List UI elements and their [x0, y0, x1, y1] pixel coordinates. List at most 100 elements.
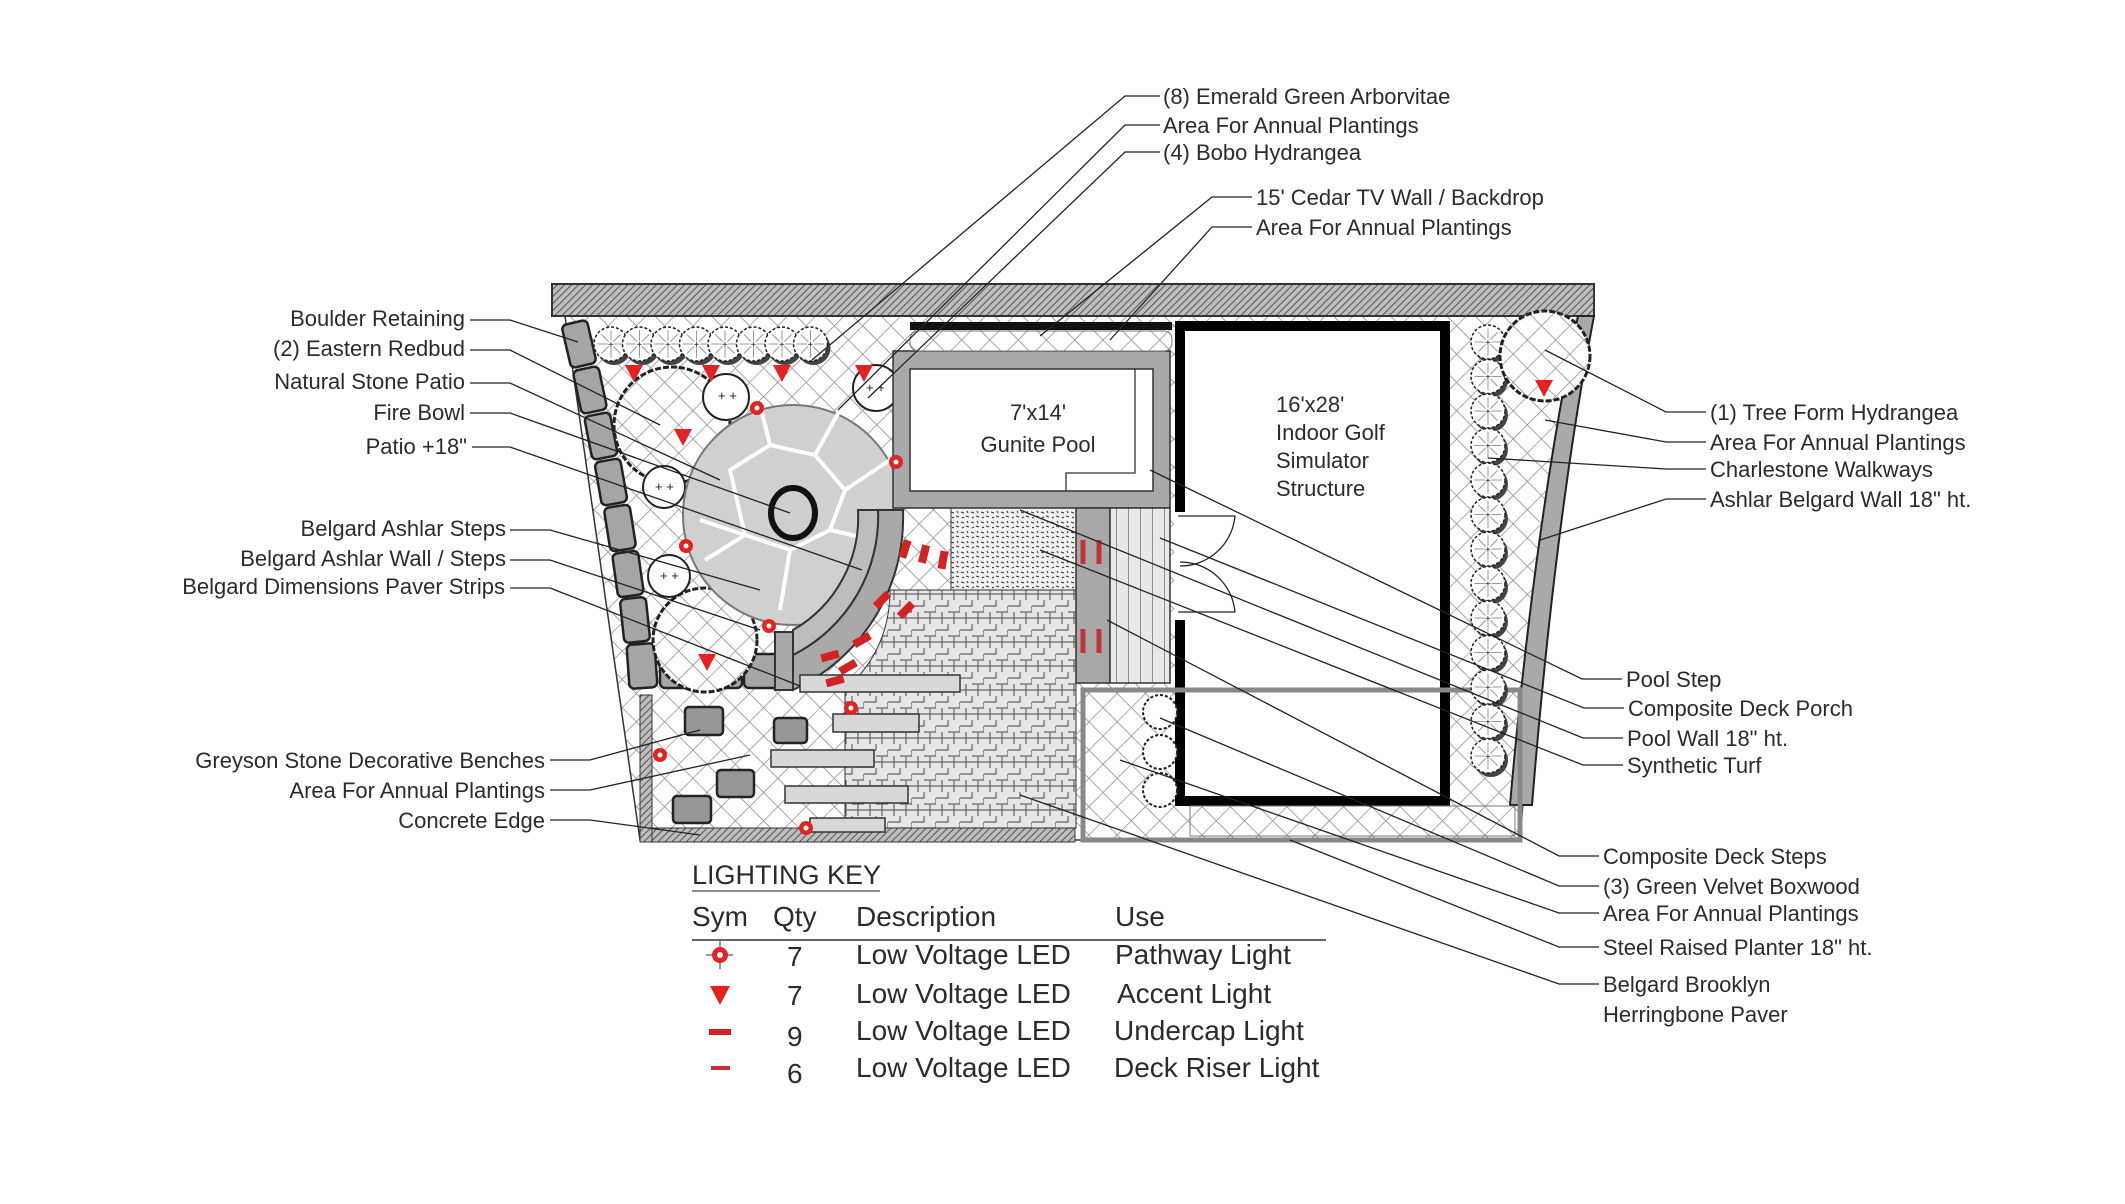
undercap-light-icon: [825, 674, 845, 688]
pathway-light-icon: [653, 748, 667, 762]
greyson-stone-benches: [671, 705, 809, 825]
key-qty: 7: [787, 941, 803, 972]
fire-bowl: [768, 485, 818, 541]
accent-light-icon: [855, 365, 873, 382]
leader-line: [1159, 717, 1599, 887]
pathway-light-icon: [799, 821, 813, 835]
key-row: 7 Low Voltage LED Accent Light: [710, 978, 1271, 1011]
svg-text:+: +: [1485, 545, 1491, 556]
ashlar-belgard-wall: [1508, 315, 1596, 806]
callout-ashlar-wall-steps: Belgard Ashlar Wall / Steps: [240, 546, 506, 571]
walkway-shrub: +: [1470, 393, 1508, 432]
callout-steel-raised-planter: Steel Raised Planter 18" ht.: [1603, 935, 1873, 960]
svg-text:+: +: [722, 340, 728, 351]
key-qty: 9: [787, 1021, 803, 1052]
callout-composite-deck-steps: Composite Deck Steps: [1603, 844, 1827, 869]
callout-green-velvet-boxwood: (3) Green Velvet Boxwood: [1603, 874, 1860, 899]
undercap-light-icon: [937, 550, 949, 570]
leader-line: [470, 412, 791, 514]
undercap-light-icon: [709, 1029, 731, 1035]
golf-size-label: 16'x28': [1276, 392, 1344, 417]
callout-concrete-edge: Concrete Edge: [398, 808, 545, 833]
undercap-light-icon: [872, 590, 892, 610]
leader-line: [510, 587, 801, 687]
deck-riser-light-icon: [1080, 629, 1086, 653]
golf-name-line3: Structure: [1276, 476, 1365, 501]
leader-line: [1106, 619, 1599, 857]
leader-line: [550, 729, 701, 761]
svg-text:+: +: [1485, 683, 1491, 694]
header-description: Description: [856, 901, 996, 932]
pathway-light-icon: [706, 941, 733, 969]
walkway-shrub: +: [1470, 531, 1508, 570]
pool-step: [1065, 369, 1136, 491]
svg-text:+: +: [1485, 752, 1491, 763]
undercap-light-icon: [917, 544, 931, 564]
eastern-redbud-trees: [612, 365, 759, 694]
key-description: Low Voltage LED: [856, 978, 1071, 1009]
walkway-shrub: +: [1470, 634, 1508, 674]
callout-eastern-redbud: (2) Eastern Redbud: [273, 336, 465, 361]
green-velvet-boxwoods: [1142, 694, 1178, 808]
key-use: Accent Light: [1117, 978, 1271, 1009]
leader-line: [1149, 469, 1622, 680]
tv-wall-planter: [909, 330, 1173, 352]
leader-line: [470, 349, 661, 426]
undercap-light-icon: [898, 539, 912, 559]
svg-text:+: +: [1485, 649, 1491, 660]
svg-text:+ +: + +: [655, 479, 674, 494]
deck-riser-light-icon: [1096, 540, 1102, 564]
key-use: Deck Riser Light: [1114, 1052, 1320, 1083]
undercap-light-icon: [838, 659, 858, 675]
callout-annual-plantings-right: Area For Annual Plantings: [1710, 430, 1966, 455]
leader-line: [1487, 457, 1706, 470]
key-row: 6 Low Voltage LED Deck Riser Light: [711, 1052, 1320, 1089]
callout-annual-plantings-right2: Area For Annual Plantings: [1603, 901, 1859, 926]
accent-light-icon: [773, 365, 791, 382]
svg-text:+: +: [608, 340, 614, 351]
svg-text:+ +: + +: [718, 388, 737, 403]
synthetic-turf: [950, 507, 1077, 591]
bobo-hydrangeas: + + + + + + + +: [642, 364, 900, 598]
walkway-shrub: +: [1470, 496, 1508, 536]
svg-text:+: +: [1485, 511, 1491, 522]
site-plan: + + + + + + + + + + + + + + + +: [551, 283, 1596, 843]
leader-line: [1544, 349, 1706, 413]
accent-light-icon: [625, 365, 643, 382]
leader-line: [470, 382, 721, 481]
callout-composite-deck-porch: Composite Deck Porch: [1628, 696, 1853, 721]
callout-stone-benches: Greyson Stone Decorative Benches: [195, 748, 545, 773]
deck-riser-light-icon: [1080, 540, 1086, 564]
callout-natural-stone-patio: Natural Stone Patio: [274, 369, 465, 394]
key-row: 7 Low Voltage LED Pathway Light: [706, 939, 1291, 972]
leader-line: [550, 819, 701, 836]
callout-tree-form-hydrangea: (1) Tree Form Hydrangea: [1710, 400, 1959, 425]
callout-synthetic-turf: Synthetic Turf: [1627, 753, 1762, 778]
leader-line: [1039, 549, 1623, 766]
svg-text:+: +: [1485, 580, 1491, 591]
svg-text:+: +: [694, 340, 700, 351]
leader-line: [1539, 498, 1706, 541]
svg-text:+: +: [1485, 442, 1491, 453]
lighting-key: LIGHTING KEY Sym Qty Description Use 7 L…: [692, 860, 1326, 1089]
leader-line: [550, 754, 751, 791]
deck-riser-light-icon: [711, 1066, 730, 1070]
header-sym: Sym: [692, 901, 748, 932]
svg-text:+ +: + +: [866, 380, 885, 395]
accent-light-icon: [674, 429, 692, 446]
callout-boulder-retaining: Boulder Retaining: [290, 306, 465, 331]
pathway-light-icon: [889, 455, 903, 469]
top-wall: [551, 283, 1595, 317]
leader-line: [470, 319, 579, 343]
tree-form-hydrangea: [1498, 309, 1592, 403]
svg-text:+: +: [1485, 718, 1491, 729]
svg-text:+: +: [1485, 614, 1491, 625]
leader-line: [837, 124, 1160, 411]
leader-line: [1019, 794, 1599, 985]
callout-herringbone-paver: Herringbone Paver: [1603, 1002, 1788, 1027]
header-qty: Qty: [773, 901, 817, 932]
undercap-light-icon: [852, 632, 872, 648]
pathway-light-icon: [750, 401, 764, 415]
svg-text:+: +: [779, 340, 785, 351]
callout-annual-plantings-top: Area For Annual Plantings: [1163, 113, 1419, 138]
